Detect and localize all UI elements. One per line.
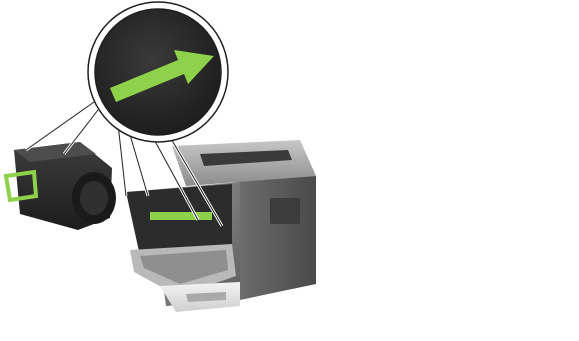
printer-side — [236, 176, 316, 300]
control-panel — [270, 198, 300, 224]
cartridge-end-cap-ring — [80, 181, 108, 215]
callout-insert-arrow — [88, 2, 228, 142]
toner-cartridge — [6, 142, 116, 230]
left-panel — [6, 2, 316, 312]
green-guide-rail — [150, 212, 212, 220]
